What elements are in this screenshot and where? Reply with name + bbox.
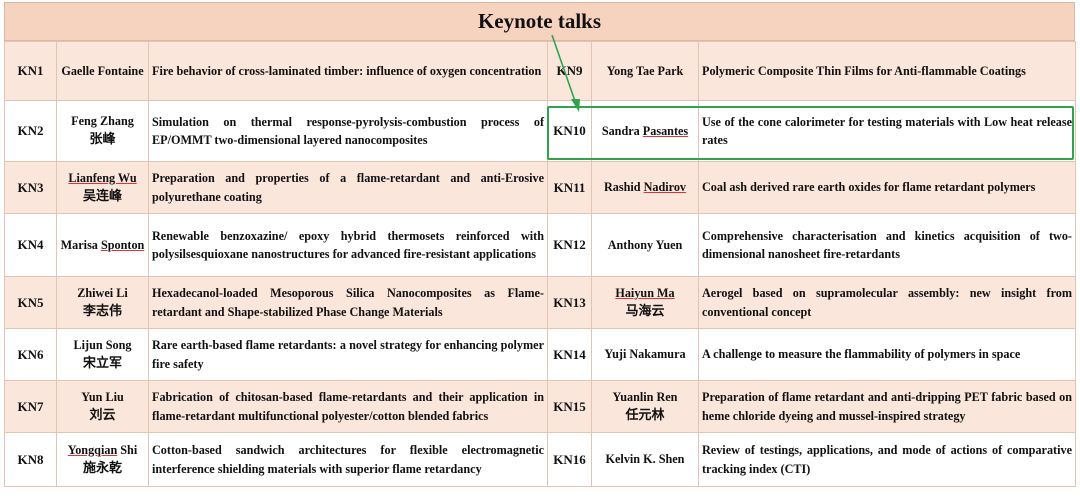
speaker-name: Anthony Yuen [607, 237, 683, 252]
talk-title: Hexadecanol-loaded Mesoporous Silica Nan… [148, 276, 548, 329]
speaker-name: Rashid Nadirov [603, 180, 687, 195]
speaker-name: Lianfeng Wu [68, 170, 137, 185]
keynote-id: KN1 [4, 41, 57, 101]
speaker-cell: Zhiwei Li 李志伟 [56, 276, 149, 329]
talk-title: Aerogel based on supramolecular assembly… [698, 276, 1076, 329]
keynote-id: KN7 [4, 380, 57, 433]
talk-title: Simulation on thermal response-pyrolysis… [148, 100, 548, 162]
speaker-name: Yuji Nakamura [604, 347, 686, 362]
speaker-chinese-name: 施永乾 [82, 460, 122, 476]
talk-title: Coal ash derived rare earth oxides for f… [698, 161, 1076, 214]
talk-title: Fire behavior of cross-laminated timber:… [148, 41, 548, 101]
keynote-id: KN3 [4, 161, 57, 214]
speaker-name: Haiyun Ma [615, 285, 675, 300]
speaker-cell: Rashid Nadirov [591, 161, 699, 214]
speaker-name: Yongqian Shi [67, 442, 138, 457]
table-row: KN5 Zhiwei Li 李志伟 Hexadecanol-loaded Mesopo… [4, 276, 1076, 329]
talk-title: Preparation and properties of a flame-re… [148, 161, 548, 214]
talk-title: Fabrication of chitosan-based flame-reta… [148, 380, 548, 433]
speaker-name: Gaelle Fontaine [61, 63, 144, 78]
speaker-name: Yun Liu [81, 389, 124, 404]
speaker-cell: Lianfeng Wu 吴连峰 [56, 161, 149, 214]
speaker-chinese-name: 马海云 [625, 303, 665, 319]
table-row: KN1 Gaelle Fontaine Fire behavior of cross… [4, 41, 1076, 101]
table-row: KN2 Feng Zhang 张峰 Simulation on thermal res… [4, 100, 1076, 162]
speaker-cell: Yuji Nakamura [591, 328, 699, 381]
speaker-cell: Yuanlin Ren 任元林 [591, 380, 699, 433]
speaker-name: Marisa Sponton [60, 237, 145, 252]
speaker-cell: Lijun Song 宋立军 [56, 328, 149, 381]
keynote-id: KN2 [4, 100, 57, 162]
talk-title: Polymeric Composite Thin Films for Anti-… [698, 41, 1076, 101]
speaker-cell: Haiyun Ma 马海云 [591, 276, 699, 329]
speaker-cell: Anthony Yuen [591, 213, 699, 277]
talk-title: Renewable benzoxazine/ epoxy hybrid ther… [148, 213, 548, 277]
talk-title: A challenge to measure the flammability … [698, 328, 1076, 381]
speaker-chinese-name: 张峰 [89, 132, 116, 148]
speaker-chinese-name: 宋立军 [82, 355, 122, 371]
speaker-name: Feng Zhang [71, 114, 134, 129]
talk-title: Cotton-based sandwich architectures for … [148, 432, 548, 487]
keynote-table: KN1 Gaelle Fontaine Fire behavior of cross… [4, 41, 1076, 487]
speaker-chinese-name: 刘云 [89, 407, 116, 423]
talk-title: Comprehensive characterisation and kinet… [698, 213, 1076, 277]
speaker-name: Yong Tae Park [606, 63, 684, 78]
table-row: KN3 Lianfeng Wu 吴连峰 Preparation and propert… [4, 161, 1076, 214]
speaker-chinese-name: 任元林 [625, 407, 665, 423]
speaker-cell: Feng Zhang 张峰 [56, 100, 149, 162]
keynote-id: KN14 [547, 328, 592, 381]
speaker-chinese-name: 吴连峰 [82, 188, 122, 204]
talk-title: Use of the cone calorimeter for testing … [698, 100, 1076, 162]
keynote-id: KN8 [4, 432, 57, 487]
speaker-chinese-name: 李志伟 [82, 303, 122, 319]
keynote-id: KN4 [4, 213, 57, 277]
keynote-id: KN15 [547, 380, 592, 433]
keynote-id: KN13 [547, 276, 592, 329]
table-row: KN8 Yongqian Shi 施永乾 Cotton-based sandwich … [4, 432, 1076, 487]
speaker-name: Kelvin K. Shen [605, 452, 685, 467]
keynote-id: KN10 [547, 100, 592, 162]
speaker-name: Sandra Pasantes [601, 123, 689, 138]
speaker-cell: Marisa Sponton [56, 213, 149, 277]
keynote-id: KN12 [547, 213, 592, 277]
table-row: KN6 Lijun Song 宋立军 Rare earth-based flame r… [4, 328, 1076, 381]
keynote-id: KN5 [4, 276, 57, 329]
keynote-table-container: Keynote talks KN1 Gaelle Fontaine Fire beh… [4, 2, 1076, 487]
speaker-cell: Sandra Pasantes [591, 100, 699, 162]
speaker-name: Yuanlin Ren [612, 389, 678, 404]
keynote-id: KN9 [547, 41, 592, 101]
table-title: Keynote talks [4, 2, 1075, 41]
keynote-id: KN6 [4, 328, 57, 381]
keynote-id: KN11 [547, 161, 592, 214]
keynote-id: KN16 [547, 432, 592, 487]
speaker-cell: Yong Tae Park [591, 41, 699, 101]
speaker-cell: Gaelle Fontaine [56, 41, 149, 101]
talk-title: Preparation of flame retardant and anti-… [698, 380, 1076, 433]
talk-title: Review of testings, applications, and mo… [698, 432, 1076, 487]
talk-title: Rare earth-based flame retardants: a nov… [148, 328, 548, 381]
table-row: KN7 Yun Liu 刘云 Fabrication of chitosan-base… [4, 380, 1076, 433]
speaker-name: Zhiwei Li [77, 285, 128, 300]
speaker-cell: Kelvin K. Shen [591, 432, 699, 487]
speaker-cell: Yun Liu 刘云 [56, 380, 149, 433]
speaker-cell: Yongqian Shi 施永乾 [56, 432, 149, 487]
speaker-name: Lijun Song [73, 337, 132, 352]
